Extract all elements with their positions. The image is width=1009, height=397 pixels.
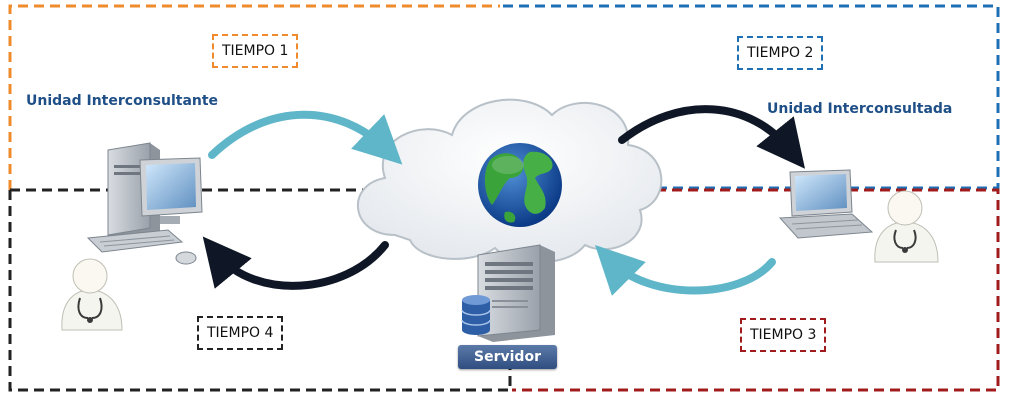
tiempo-1-box: TIEMPO 1 <box>212 34 299 68</box>
arrow-tiempo-1 <box>208 110 403 165</box>
desktop-computer-icon <box>86 142 203 265</box>
laptop-icon <box>778 169 874 239</box>
unidad-interconsultada-label: Unidad Interconsultada <box>767 101 953 117</box>
server-label: Servidor <box>458 345 557 369</box>
doctor-left-icon <box>61 258 123 331</box>
quadrant-1-border <box>8 4 500 190</box>
arrow-tiempo-4 <box>202 236 389 290</box>
server-icon <box>477 244 555 342</box>
database-icon <box>461 295 491 335</box>
unidad-interconsultante-label: Unidad Interconsultante <box>26 93 219 109</box>
arrow-tiempo-2 <box>618 105 806 169</box>
arrow-tiempo-3 <box>595 245 776 296</box>
globe-icon <box>478 143 562 227</box>
doctor-right-icon <box>874 190 939 263</box>
tiempo-2-box: TIEMPO 2 <box>737 36 824 70</box>
tiempo-4-box: TIEMPO 4 <box>197 316 284 350</box>
tiempo-3-box: TIEMPO 3 <box>740 318 827 352</box>
cloud-icon <box>357 98 663 264</box>
